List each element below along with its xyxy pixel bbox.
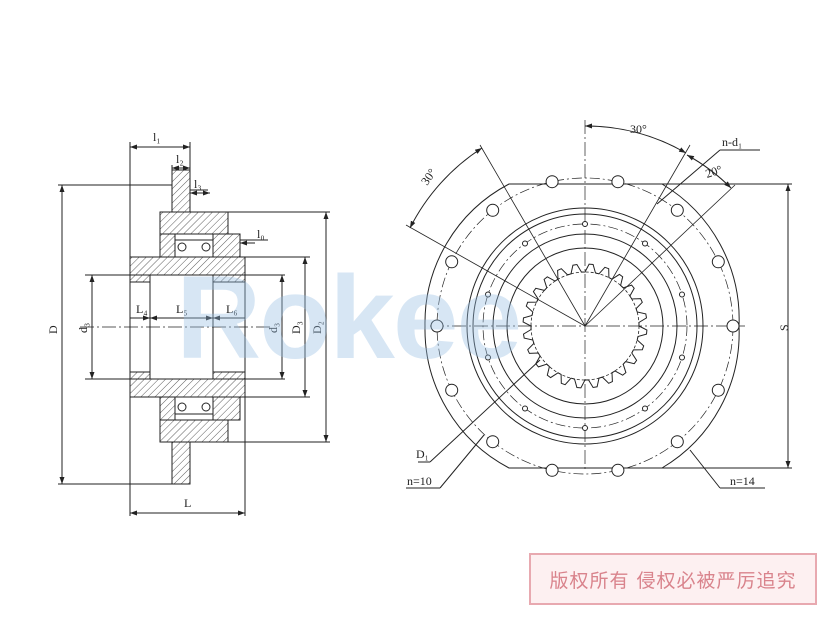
- front-view-labels: 30° 30° 20° n-d₁ D₁ n=10 n=14 S: [407, 122, 791, 488]
- outer-bolt-hole: [711, 383, 725, 397]
- dim-l1: l₁: [153, 130, 161, 144]
- inner-bolt-hole: [522, 405, 528, 412]
- outer-bolt-hole: [670, 435, 684, 449]
- dim-l3: l₃: [194, 177, 202, 191]
- outer-bolt-hole: [545, 175, 559, 189]
- outer-bolt-hole: [445, 383, 459, 397]
- copyright-stamp: 版权所有 侵权必被严厉追究: [529, 553, 817, 605]
- side-view-labels: l₁ l₂ l₃ l₀ L L₄ L₅ L₆ D d₃ d₃ D₃ D₂: [46, 130, 324, 510]
- outer-bolt-hole: [611, 463, 625, 477]
- inner-bolt-hole: [642, 405, 648, 412]
- S-label: S: [777, 324, 791, 331]
- n-d1-label: n-d₁: [722, 135, 742, 149]
- dim-L6: L₆: [226, 302, 238, 316]
- n10-label: n=10: [407, 474, 432, 488]
- dim-D: D: [46, 325, 60, 334]
- outer-bolt-hole: [486, 203, 500, 217]
- inner-bolt-hole: [522, 240, 528, 247]
- dim-l2: l₂: [176, 152, 184, 166]
- inner-bolt-hole: [485, 291, 491, 298]
- inner-bolt-hole: [582, 425, 588, 431]
- outer-bolt-hole: [611, 175, 625, 189]
- dim-d3-right: d₃: [266, 323, 280, 333]
- copyright-text: 版权所有 侵权必被严厉追究: [549, 569, 797, 592]
- bolt-holes: [430, 175, 740, 477]
- inner-bolt-hole: [582, 221, 588, 227]
- angle-right-label: 20°: [704, 162, 724, 181]
- D1-label: D₁: [416, 447, 429, 461]
- inner-bolt-hole: [485, 354, 491, 361]
- dim-L: L: [184, 496, 191, 510]
- angle-top-label: 30°: [630, 122, 647, 136]
- outer-bolt-hole: [711, 255, 725, 269]
- outer-bolt-hole: [545, 463, 559, 477]
- dim-d3-left: d₃: [76, 323, 90, 333]
- dim-L4: L₄: [136, 302, 148, 316]
- dim-l0: l₀: [257, 227, 265, 241]
- inner-bolt-hole: [642, 240, 648, 247]
- dim-D2: D₂: [310, 321, 324, 334]
- dim-D3: D₃: [289, 321, 303, 334]
- outer-bolt-hole: [726, 319, 740, 333]
- front-view: [405, 120, 792, 489]
- outer-bolt-hole: [670, 203, 684, 217]
- n14-label: n=14: [730, 474, 755, 488]
- inner-bolt-hole: [679, 291, 685, 298]
- angle-left-label: 30°: [418, 166, 439, 188]
- outer-bolt-hole: [486, 435, 500, 449]
- inner-bolt-hole: [679, 354, 685, 361]
- side-section-view: [58, 142, 330, 516]
- outer-bolt-hole: [430, 319, 444, 333]
- dim-L5: L₅: [176, 302, 188, 316]
- outer-bolt-hole: [445, 255, 459, 269]
